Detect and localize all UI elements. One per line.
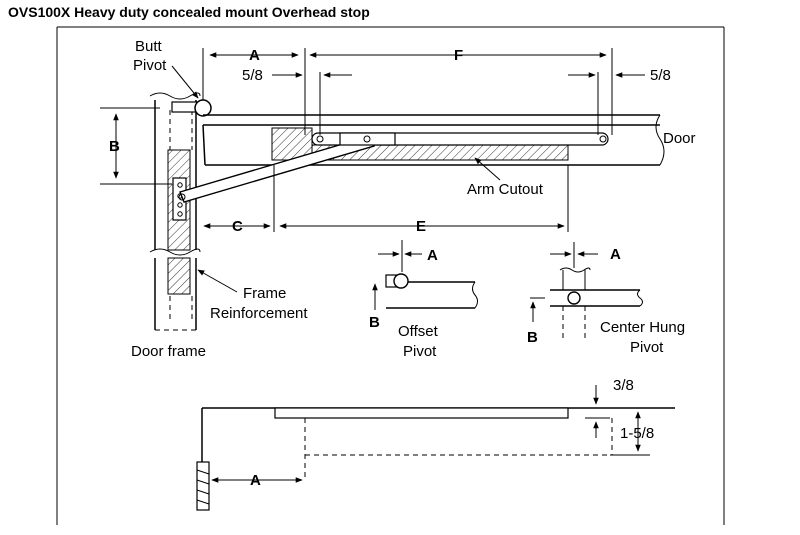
dim-3-8-label: 3/8 [613, 377, 634, 394]
center-hung-label-2: Pivot [630, 339, 664, 356]
door [202, 114, 665, 166]
offset-pivot-label-2: Pivot [403, 343, 437, 360]
offset-pivot-detail [372, 240, 478, 310]
dim-a-label: A [249, 47, 260, 64]
dim-f-label: F [454, 47, 463, 64]
door-frame-label: Door frame [131, 343, 206, 360]
dim-c-label: C [232, 218, 243, 235]
center-dim-a-label: A [610, 246, 621, 263]
left-5-8-label: 5/8 [242, 67, 263, 84]
dim-1-5-8-label: 1-5/8 [620, 425, 654, 442]
center-hung-label-1: Center Hung [600, 319, 685, 336]
door-label: Door [663, 130, 696, 147]
frame-label-2: Reinforcement [210, 305, 308, 322]
dim-b-label: B [109, 138, 120, 155]
bottom-elevation [196, 385, 675, 511]
right-5-8-label: 5/8 [650, 67, 671, 84]
stop-arm [178, 132, 396, 203]
bottom-dim-a-label: A [250, 472, 261, 489]
drawing-border [56, 26, 725, 525]
butt-pivot-label-2: Pivot [133, 57, 167, 74]
leader-lines [171, 65, 501, 293]
center-hung-pivot-detail [530, 242, 643, 340]
dim-b-line [100, 107, 172, 185]
labels: Butt Pivot A F 5/8 5/8 B Door Arm Cutout… [109, 38, 696, 489]
butt-pivot-label-1: Butt [135, 38, 163, 55]
dim-a-f-lines [202, 48, 645, 135]
dim-e-label: E [416, 218, 426, 235]
frame-label-1: Frame [243, 285, 286, 302]
offset-dim-b-label: B [369, 314, 380, 331]
center-dim-b-label: B [527, 329, 538, 346]
offset-pivot-label-1: Offset [398, 323, 439, 340]
page-title: OVS100X Heavy duty concealed mount Overh… [8, 4, 370, 20]
dim-c-e-lines [203, 165, 569, 232]
arm-cutout-label: Arm Cutout [467, 181, 544, 198]
door-frame [149, 92, 201, 331]
offset-dim-a-label: A [427, 247, 438, 264]
